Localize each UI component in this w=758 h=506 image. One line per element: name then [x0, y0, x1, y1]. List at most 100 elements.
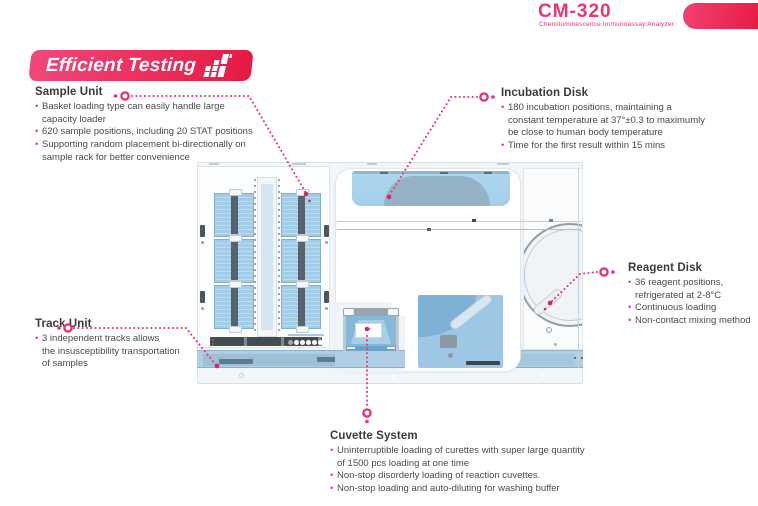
panel-mark: [497, 163, 509, 165]
incubation-window: [352, 171, 510, 206]
side-latch: [200, 291, 205, 310]
window-clip: [484, 172, 492, 174]
sample-unit-module: [197, 166, 330, 348]
pin-dot-cuvette: [365, 419, 369, 424]
probe-dot: [448, 353, 453, 358]
edge-screw: [574, 357, 576, 359]
panel-port: [546, 327, 552, 333]
position-strip: [288, 334, 324, 336]
panel-seam: [337, 229, 581, 230]
bullet-item: Uninterruptible loading of curettes with…: [330, 445, 642, 470]
side-latch: [200, 225, 205, 244]
pin-dot-reagent: [611, 270, 615, 274]
panel-seam: [337, 221, 581, 222]
side-latch: [324, 225, 329, 244]
side-latch: [324, 291, 329, 310]
bullet-item: 180 incubation positions, maintaining a …: [501, 102, 741, 140]
callout-incubation-disk: Incubation Disk 180 incubation positions…: [501, 87, 741, 153]
cuvette-tray: [355, 323, 382, 338]
brand-blocks-icon: [203, 54, 233, 77]
callout-reagent-disk: Reagent Disk 36 reagent positions, refri…: [628, 262, 758, 328]
sample-basket: [281, 189, 321, 241]
bullet-item: Non-stop loading and auto-diluting for w…: [330, 483, 642, 496]
callout-title: Sample Unit: [35, 86, 103, 98]
window-clip: [380, 172, 388, 174]
rail-window: [261, 184, 273, 330]
bullet-item: Supporting random placement bi-direction…: [35, 139, 273, 164]
rail-ticks: [278, 179, 280, 335]
callout-title: Incubation Disk: [501, 87, 589, 99]
cuvette-module: [343, 308, 399, 352]
track-carrier: [317, 357, 343, 362]
callout-sample-unit: Sample Unit Basket loading type can easi…: [35, 86, 273, 165]
reagent-disk-graphic: [524, 223, 582, 327]
callout-bullets: Basket loading type can easily handle la…: [35, 101, 273, 165]
bullet-item: Time for the first result within 15 mins: [501, 140, 741, 153]
panel-mark: [292, 163, 306, 165]
seam-clip: [549, 219, 553, 222]
callout-track-unit: Track Unit 3 independent tracks allows t…: [35, 318, 215, 371]
callout-title: Reagent Disk: [628, 262, 703, 274]
window-clip: [440, 172, 448, 174]
cuvette-module-base: [346, 346, 396, 351]
cuvette-hopper: [346, 316, 396, 346]
corner-tab: [344, 309, 354, 315]
callout-bullets: Uninterruptible loading of curettes with…: [330, 445, 642, 496]
sample-basket: [214, 235, 254, 287]
bullet-item: Basket loading type can easily handle la…: [35, 101, 273, 126]
analyzer-illustration: [197, 162, 583, 384]
track-carrier: [219, 359, 253, 364]
bullet-item: Non-stop disorderly loading of reaction …: [330, 470, 642, 483]
callout-cuvette-system: Cuvette System Uninterruptible loading o…: [330, 430, 642, 496]
base-screws: [239, 373, 244, 378]
corner-ribbon: [683, 3, 758, 29]
bullet-item: Non-contact mixing method: [628, 315, 758, 328]
bullet-item: Continuous loading: [628, 302, 758, 315]
section-title: Efficient Testing: [45, 54, 197, 76]
sample-basket: [214, 281, 254, 333]
position-indicators: [288, 340, 293, 345]
callout-bullets: 180 incubation positions, maintaining a …: [501, 102, 741, 153]
panel-edge-line: [578, 168, 579, 368]
sample-basket: [281, 235, 321, 287]
pin-ring-reagent: [599, 267, 609, 277]
pin-dot-incubation: [491, 95, 495, 99]
sample-basket: [281, 281, 321, 333]
track-strip-segment: [335, 350, 405, 368]
pin-ring-cuvette: [362, 408, 372, 418]
product-name: CM-320: [538, 1, 612, 22]
callout-bullets: 36 reagent positions, refrigerated at 2-…: [628, 277, 758, 328]
corner-tab: [388, 309, 398, 315]
reaction-window: [418, 295, 503, 368]
status-led: [212, 339, 214, 341]
incubation-disk-graphic: [384, 176, 490, 206]
cuvette-module-frame: [343, 308, 399, 316]
window-latch: [466, 361, 500, 365]
panel-mark: [367, 163, 377, 165]
bullet-item: 36 reagent positions, refrigerated at 2-…: [628, 277, 758, 302]
base-clip: [347, 347, 355, 349]
sample-basket: [214, 189, 254, 241]
panel-screw: [554, 343, 557, 346]
cuvette-bay: [335, 302, 405, 372]
reagent-panel: [523, 168, 583, 350]
callout-title: Track Unit: [35, 318, 92, 330]
base-clip: [387, 347, 395, 349]
rail-ticks: [254, 179, 256, 335]
callout-title: Cuvette System: [330, 430, 418, 442]
bullet-item: 3 independent tracks allows the insuscep…: [35, 333, 215, 371]
status-led: [212, 343, 214, 345]
probe-block: [440, 335, 457, 348]
seam-clip: [472, 219, 476, 222]
pin-ring-incubation: [479, 92, 489, 102]
bullet-item: 620 sample positions, including 20 STAT …: [35, 126, 273, 139]
seam-clip: [427, 228, 431, 231]
center-rail: [257, 177, 277, 337]
product-subtitle: Chemiluminescence Immunoassay Analyzer: [539, 21, 675, 28]
tray-mark: [365, 328, 371, 330]
callout-bullets: 3 independent tracks allows the insuscep…: [35, 333, 215, 371]
section-banner: Efficient Testing: [28, 50, 254, 81]
panel-mark: [209, 163, 219, 165]
edge-screw: [581, 357, 583, 359]
